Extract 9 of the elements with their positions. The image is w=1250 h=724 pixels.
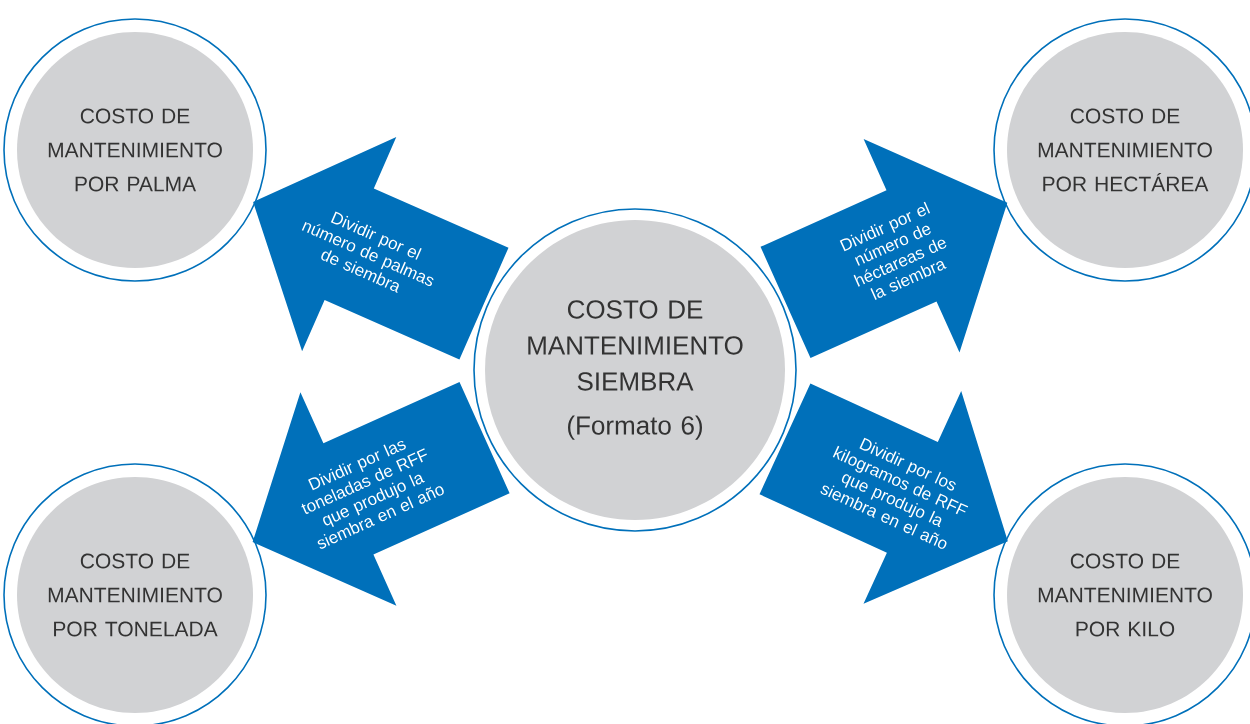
circle-node: COSTO DE MANTENIMIENTO POR TONELADA [3, 463, 267, 724]
block-arrow [253, 137, 509, 360]
circle-node: COSTO DE MANTENIMIENTO SIEMBRA (Formato 6) [473, 208, 797, 532]
circle-node: COSTO DE MANTENIMIENTO POR KILO [993, 463, 1250, 724]
block-arrow [252, 382, 510, 606]
circle-node: COSTO DE MANTENIMIENTO POR HECTÁREA [993, 18, 1250, 282]
block-arrow [760, 139, 1008, 359]
circle-node: COSTO DE MANTENIMIENTO POR PALMA [3, 18, 267, 282]
block-arrow [759, 383, 1008, 604]
